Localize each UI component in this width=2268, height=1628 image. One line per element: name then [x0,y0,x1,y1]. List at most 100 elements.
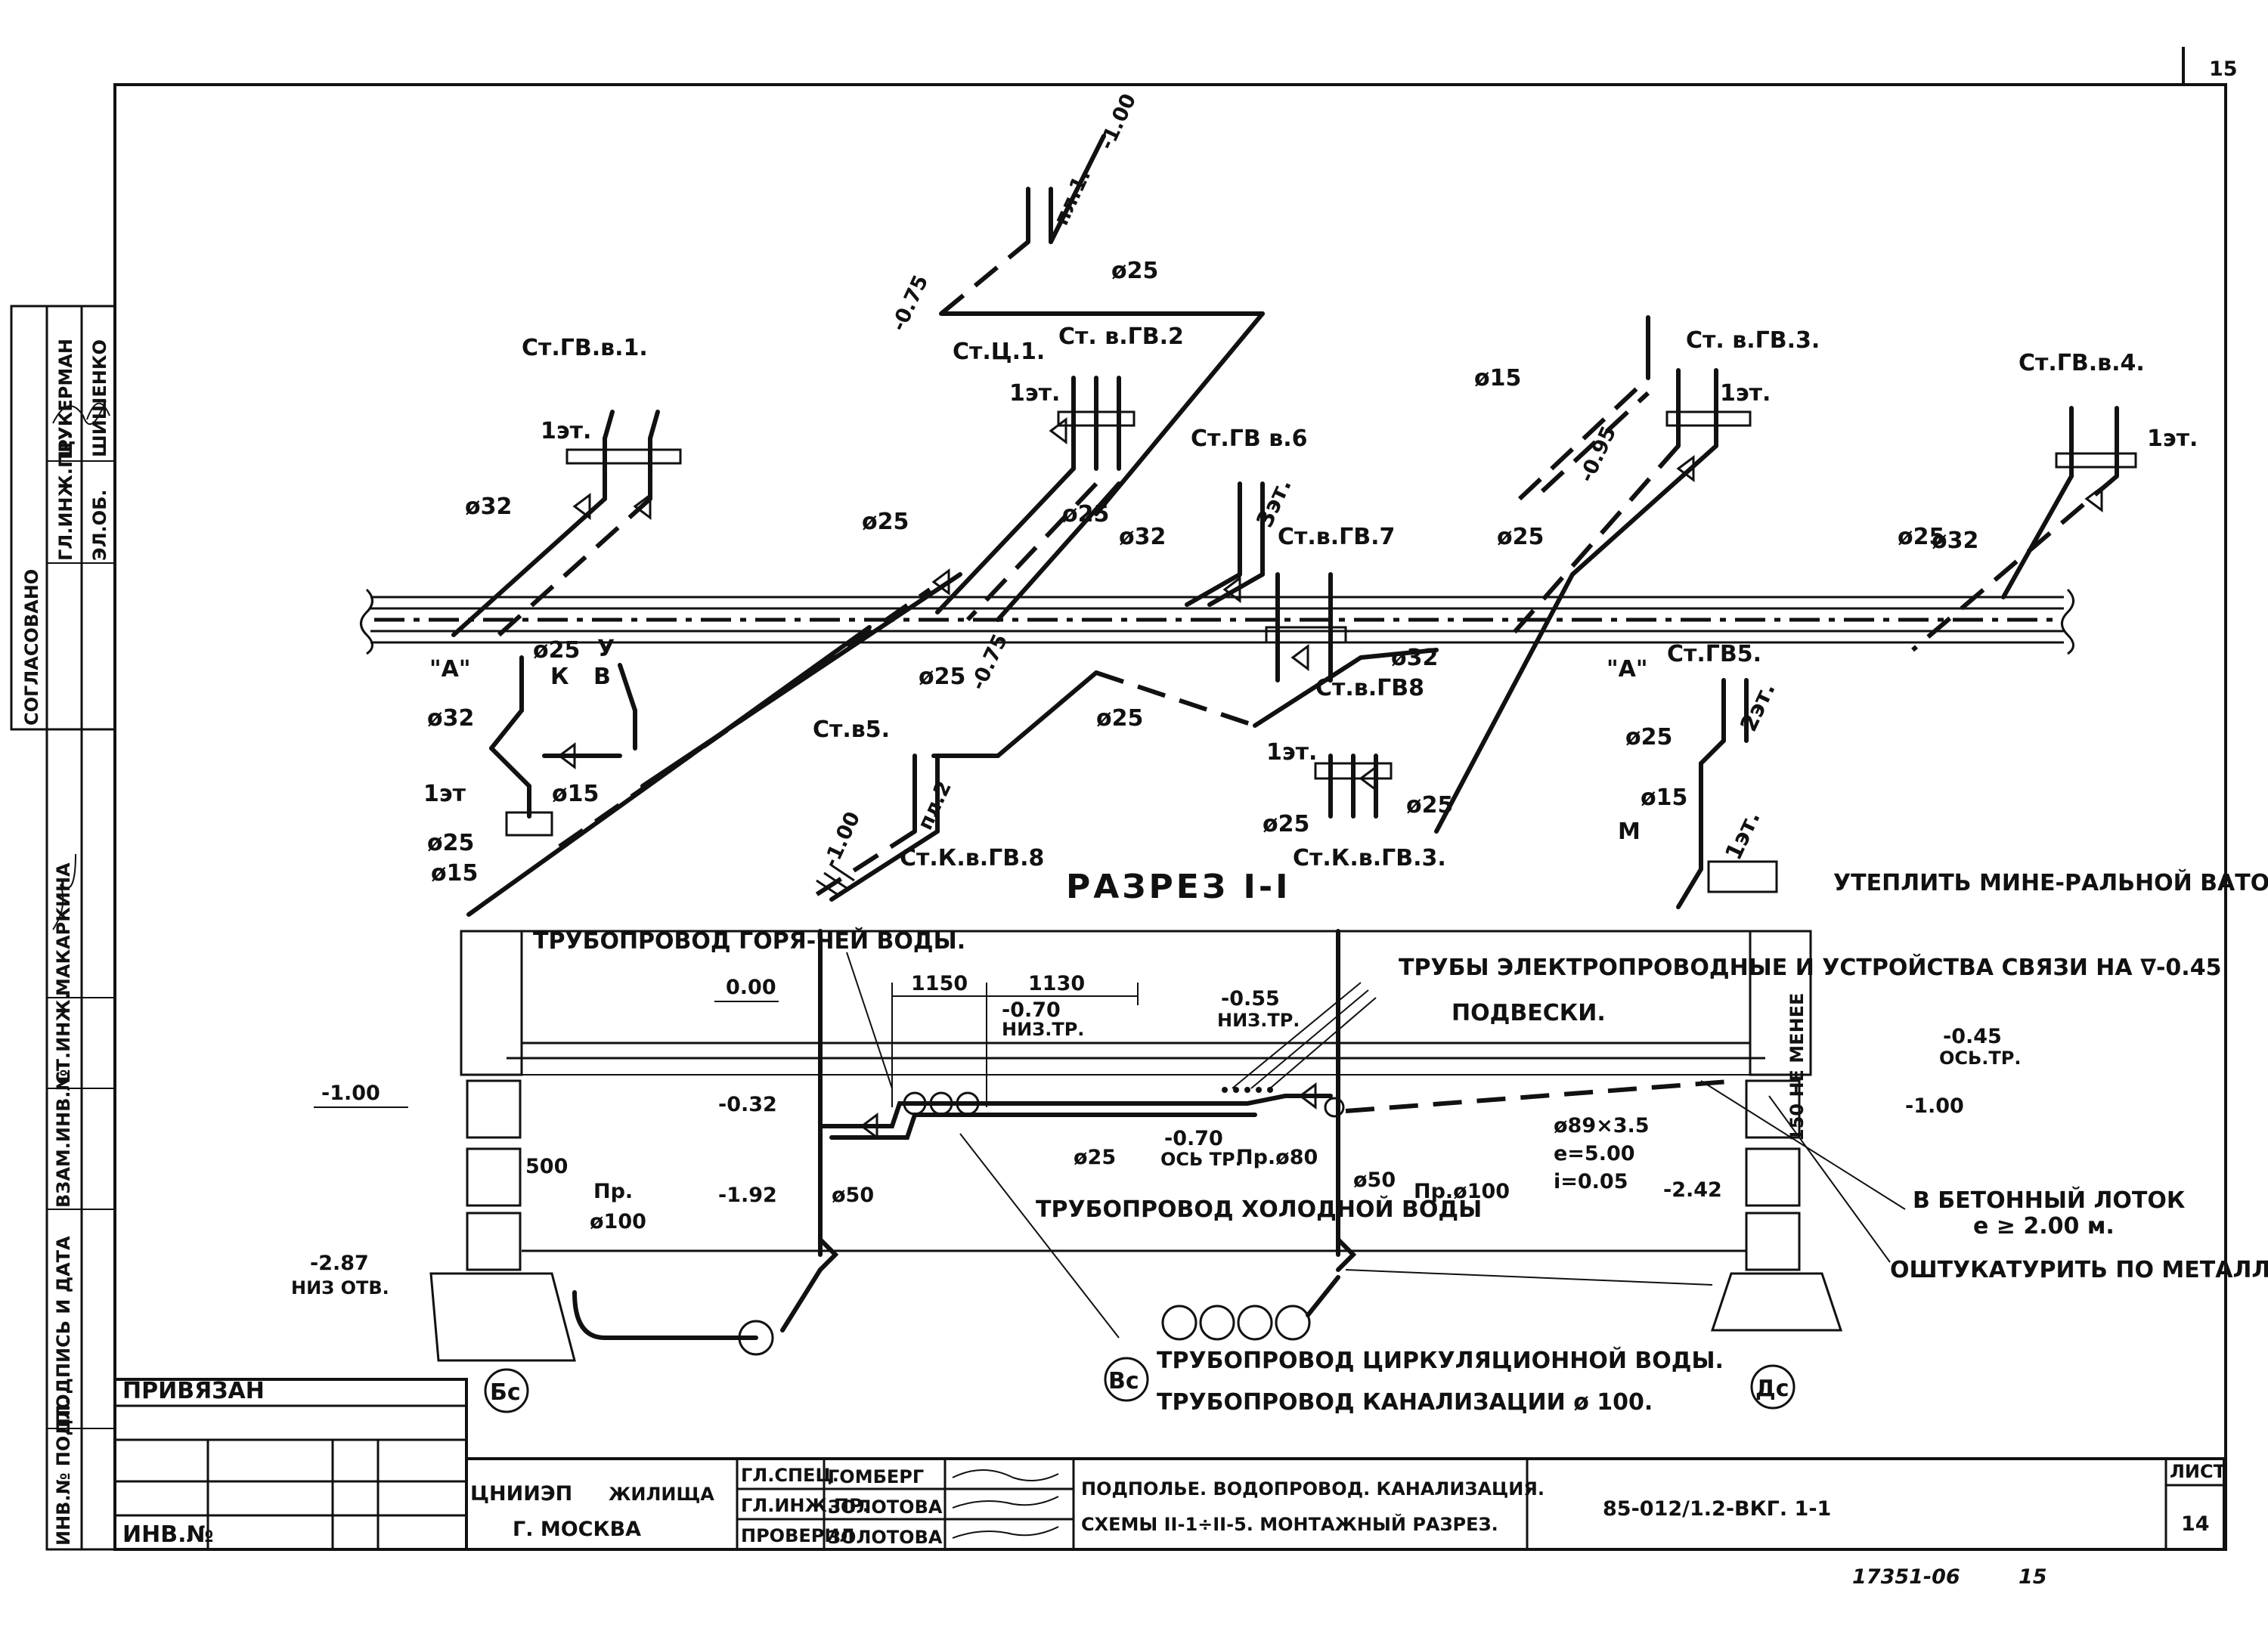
section-title: РАЗРЕЗ I-I [1066,868,1290,906]
riser-v-gv-3 [1434,315,1752,834]
axis-ds: Дс [1755,1376,1789,1402]
dim-500: 500 [525,1155,568,1178]
section-i-i: РАЗРЕЗ I-I [291,868,2268,1416]
level-floor: 0.00 [726,976,776,999]
floor-label-3: 1эт. [1720,380,1771,407]
diam-13: ø32 [427,705,474,732]
sheet-label: ЛИСТ [2170,1461,2226,1482]
level-ceiling: -0.32 [718,1093,777,1116]
signer-name-1: ГОМБЕРГ [828,1466,924,1487]
diam-6: ø15 [1474,365,1521,392]
floor-label-8: 3эт. [1252,474,1297,531]
diam-16: ø25 [1263,811,1309,837]
level-axis: -0.70 [1164,1127,1223,1150]
iso-level-2: -0.75 [887,271,933,335]
floor-label-2: 1эт. [1009,380,1060,407]
diam-1: ø32 [465,494,512,520]
diam-10: ø25 [533,637,580,664]
strip-inv-original: ИНВ.№ ПОДЛ. [53,1397,74,1546]
strip-sign-date: ПОДПИСЬ И ДАТА [53,1236,74,1425]
level-opening-note: НИЗ ОТВ. [291,1277,389,1298]
axis-bubble-ds [1750,1364,1796,1410]
strip-replace-inv: ВЗАМ.ИНВ.№ [53,1069,74,1208]
archive-number: 17351-06 [1852,1565,1960,1589]
isometric-scheme: Ст.ГВ.в.1. Ст. в.ГВ.2 Ст.Ц.1. Ст.ГВ в.6 … [360,90,2198,917]
approval-name-2: ШИШЕНКО [89,339,110,457]
strip-senior-engineer: СТ.ИНЖ. [53,992,74,1085]
wall-right [1749,930,1812,1076]
callout-hangers: ПОДВЕСКИ. [1452,1000,1606,1026]
label-riser-gv-v-6: Ст.ГВ в.6 [1191,426,1307,452]
callout-electrical: ТРУБЫ ЭЛЕКТРОПРОВОДНЫЕ И УСТРОЙСТВА СВЯЗ… [1399,954,2221,981]
floor-label-7: 2эт. [1736,678,1781,735]
diam-3: ø25 [862,509,909,535]
floor-label-6: 1эт [423,781,466,807]
diam-17: ø25 [1406,792,1453,819]
signer-role-3: ПРОВЕРИЛ [741,1525,854,1546]
signer-role-1: ГЛ.СПЕЦ. [741,1465,839,1486]
node-mark-u: У [597,636,615,662]
strip-makarkina: МАКАРКИНА [53,862,74,996]
label-riser-ts-1: Ст.Ц.1. [953,339,1045,365]
left-binding-strip: СТ.ИНЖ. МАКАРКИНА ВЗАМ.ИНВ.№ ПОДПИСЬ И Д… [45,728,116,1551]
axis-vs: Вс [1108,1368,1139,1394]
label-riser-gv-5: Ст.ГВ5. [1667,641,1761,667]
signer-role-2: ГЛ.ИНЖ.ПР. [741,1495,869,1516]
archive-page: 15 [2019,1565,2047,1589]
sheet-number: 14 [2181,1512,2210,1536]
label-riser-v-gv-8: Ст.в.ГВ8 [1315,675,1424,701]
callout-circulation: ТРУБОПРОВОД ЦИРКУЛЯЦИОННОЙ ВОДЫ. [1157,1347,1724,1374]
description-2: СХЕМЫ II-1÷II-5. МОНТАЖНЫЙ РАЗРЕЗ. [1081,1513,1498,1535]
plan-mark-1: пл.1. [1049,166,1095,229]
floor-label-4: 1эт. [2147,426,2198,452]
description-1: ПОДПОЛЬЕ. ВОДОПРОВОД. КАНАЛИЗАЦИЯ. [1081,1478,1545,1500]
riser-gv-5 [1676,678,1778,909]
mark-casing-3: i=0.05 [1554,1170,1628,1193]
diam-8: ø32 [1932,528,1978,554]
level-opening: -2.87 [310,1252,369,1275]
diam-18: ø25 [1625,724,1672,751]
callout-tray: В БЕТОННЫЙ ЛОТОК [1913,1187,2186,1214]
diam-11: ø25 [919,664,965,690]
diam-14: ø25 [427,830,474,856]
signer-name-3: ЗОЛОТОВА [828,1527,943,1548]
level-pipe-bottom-1-note: НИЗ.ТР. [1002,1019,1084,1040]
mark-pr100: Пр.ø100 [1414,1180,1510,1203]
approval-role-1: ГЛ.ИНЖ.ПР. [55,432,76,561]
diam-2: ø25 [1111,258,1158,284]
node-mark-v: В [593,664,611,690]
label-riser-gv-v-1: Ст.ГВ.в.1. [522,335,648,361]
diam-15: ø15 [431,860,478,887]
node-mark-m: М [1618,819,1641,845]
callout-min-150: 150 НЕ МЕНЕЕ [1786,993,1808,1141]
diam-21: ø15 [552,781,599,807]
org-city: Г. МОСКВА [513,1518,641,1541]
mark-d50-left: ø50 [832,1184,874,1207]
mark-d100-left: ø100 [590,1210,646,1233]
title-inv: ИНВ.№ [122,1521,214,1548]
level-ground-right: -1.00 [1905,1094,1964,1118]
axis-bubble-bs [484,1368,529,1413]
title-bound: ПРИВЯЗАН [122,1378,265,1404]
dim-1130: 1130 [1028,972,1085,995]
label-riser-k-v-gv-8: Ст.К.в.ГВ.8 [900,845,1044,871]
mark-casing-2: e=5.00 [1554,1142,1635,1165]
diam-12: ø25 [1096,705,1143,732]
diam-9: ø32 [1391,645,1438,671]
floor-label-5: 1эт. [1266,739,1317,766]
approval-name-1: ЦУКЕРМАН [55,339,76,457]
callout-cold-water: ТРУБОПРОВОД ХОЛОДНОЙ ВОДЫ [1036,1196,1482,1223]
approval-title: СОГЛАСОВАНО [21,569,42,726]
node-mark-k: К [550,664,569,690]
org-suffix: ЖИЛИЩА [609,1484,714,1505]
axis-bs: Бс [490,1379,521,1406]
dim-1150: 1150 [911,972,968,995]
riser-gv-v-6 [1185,481,1265,607]
level-right-axis: -0.45 [1943,1025,2002,1048]
left-node-k-v [489,655,637,837]
approval-signature-1 [52,400,107,426]
floor-label-1: 1эт. [541,418,591,444]
label-riser-v-gv-2: Ст. в.ГВ.2 [1058,323,1184,350]
level-floor-bottom: -1.92 [718,1184,777,1207]
